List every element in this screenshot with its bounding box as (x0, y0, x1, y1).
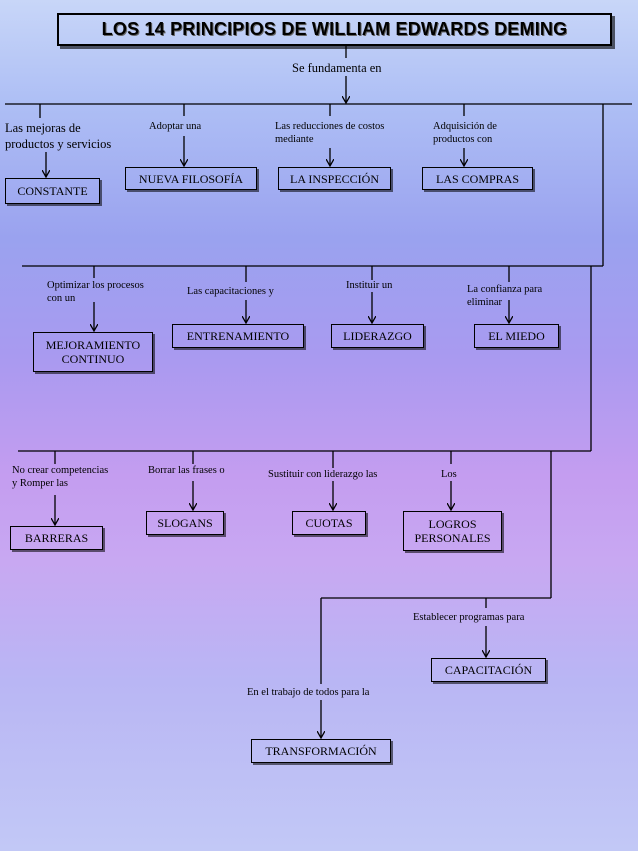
diagram-title: LOS 14 PRINCIPIOS DE WILLIAM EDWARDS DEM… (57, 13, 612, 46)
box-el-miedo: EL MIEDO (474, 324, 559, 348)
box-nueva-filosofia: NUEVA FILOSOFÍA (125, 167, 257, 190)
box-cuotas: CUOTAS (292, 511, 366, 535)
row1-label-3: Las reducciones de costos mediante (275, 121, 385, 145)
row2-label-3: Instituir un (346, 280, 393, 291)
row2-label-1: Optimizar los procesos con un (47, 280, 144, 304)
box-la-inspeccion: LA INSPECCIÓN (278, 167, 391, 190)
root-link-label: Se fundamenta en (292, 61, 382, 75)
row2-label-4: La confianza para eliminar (467, 284, 543, 308)
box-liderazgo: LIDERAZGO (331, 324, 424, 348)
box-entrenamiento: ENTRENAMIENTO (172, 324, 304, 348)
row1-label-2: Adoptar una (149, 121, 202, 132)
row1-label-1: Las mejoras de productos y servicios (5, 121, 112, 151)
row2-label-2: Las capacitaciones y (187, 286, 274, 297)
row5-label: En el trabajo de todos para la (247, 687, 370, 698)
row3-label-4: Los (441, 469, 457, 480)
box-mejoramiento-continuo: MEJORAMIENTO CONTINUO (33, 332, 153, 372)
box-barreras: BARRERAS (10, 526, 103, 550)
box-logros-personales: LOGROS PERSONALES (403, 511, 502, 551)
row3-label-3: Sustituir con liderazgo las (268, 469, 378, 480)
box-transformacion: TRANSFORMACIÓN (251, 739, 391, 763)
row3-label-1: No crear competencias y Romper las (12, 465, 109, 489)
row3-label-2: Borrar las frases o (148, 465, 225, 476)
box-slogans: SLOGANS (146, 511, 224, 535)
row4-label: Establecer programas para (413, 612, 525, 623)
box-capacitacion: CAPACITACIÓN (431, 658, 546, 682)
box-las-compras: LAS COMPRAS (422, 167, 533, 190)
row1-label-4: Adquisición de productos con (433, 121, 497, 145)
box-constante: CONSTANTE (5, 178, 100, 204)
